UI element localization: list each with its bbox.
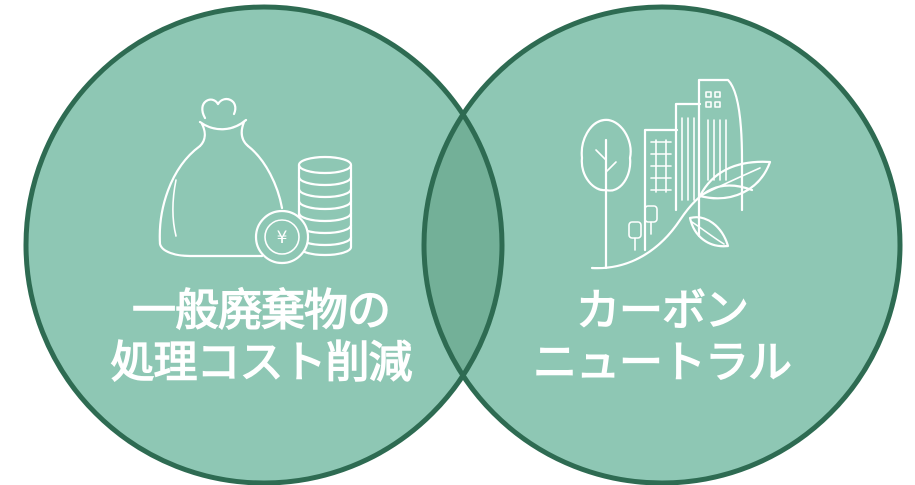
right-circle bbox=[424, 7, 900, 483]
yen-coin-icon bbox=[254, 209, 310, 265]
left-circle-outline bbox=[23, 4, 505, 485]
yen-symbol: ¥ bbox=[277, 228, 288, 248]
right-circle-outline bbox=[421, 4, 903, 485]
left-label-line2: 処理コスト削減 bbox=[111, 337, 413, 388]
city-tree-leaf-icon bbox=[580, 78, 772, 270]
left-label-line1: 一般廃棄物の bbox=[132, 285, 390, 336]
right-label-line2: ニュートラル bbox=[533, 337, 791, 388]
money-bag-coins-icon: ¥ bbox=[158, 97, 353, 265]
right-label-line1: カーボン bbox=[576, 285, 748, 336]
overlap-region bbox=[424, 115, 502, 375]
